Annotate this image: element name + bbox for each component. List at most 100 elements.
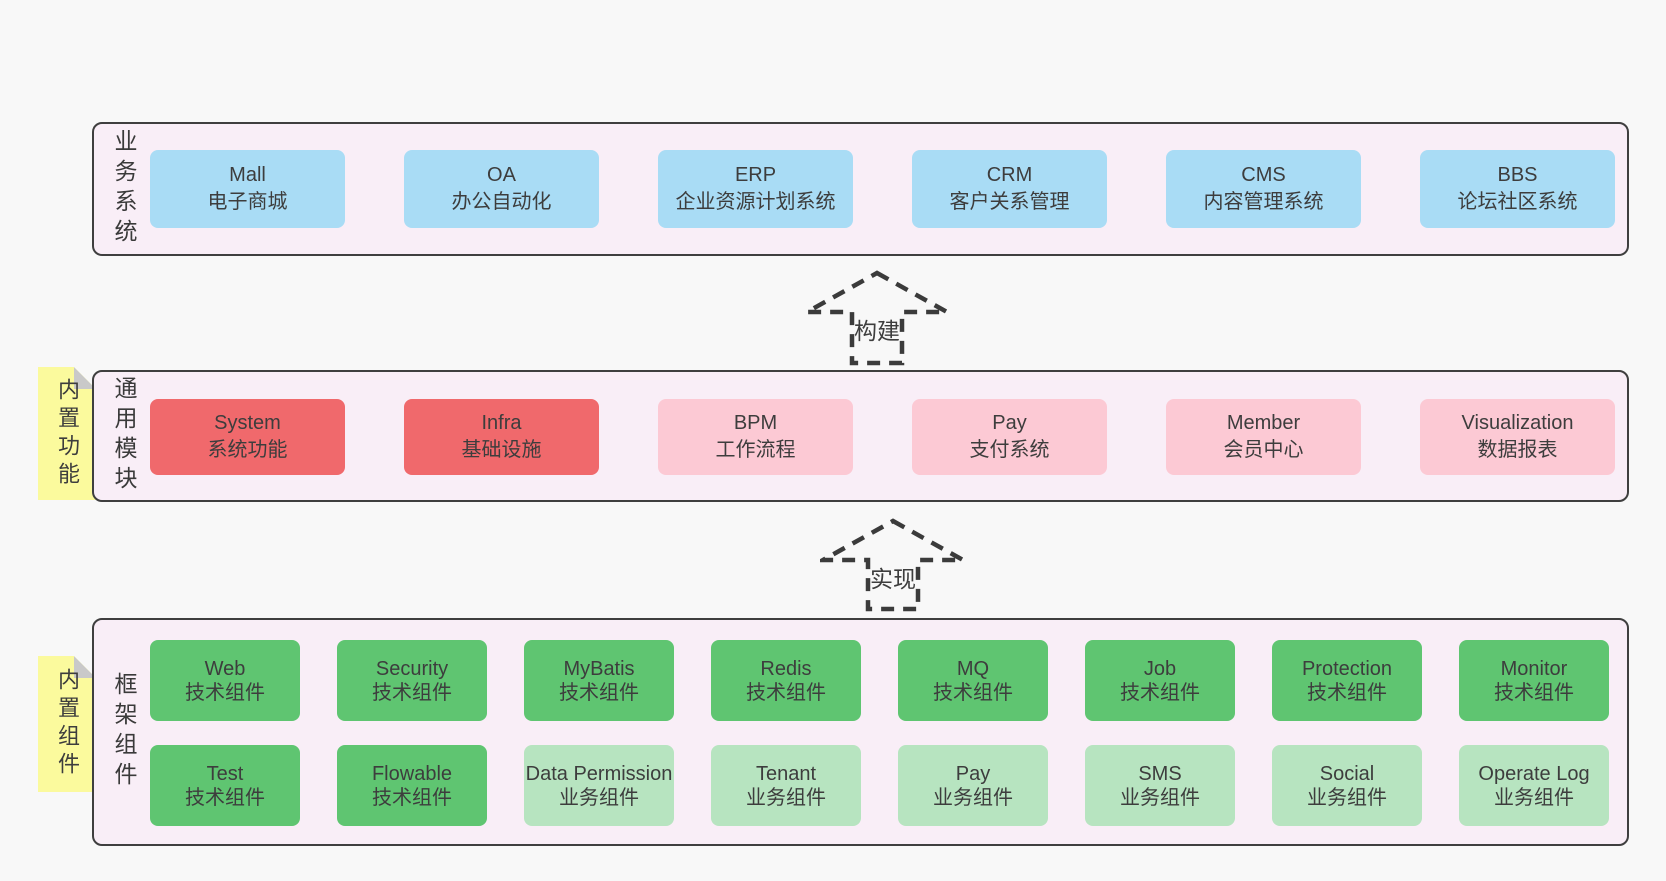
- box-subtitle: 企业资源计划系统: [675, 191, 836, 213]
- box-protection: Protection 技术组件: [1272, 640, 1422, 721]
- box-subtitle: 技术组件: [1120, 681, 1200, 704]
- layer-common-modules: 通用模块 System 系统功能 Infra 基础设施 BPM 工作流程 Pay…: [92, 370, 1629, 502]
- box-title: CRM: [986, 164, 1033, 186]
- box-title: BPM: [733, 412, 778, 434]
- box-title: Member: [1226, 412, 1301, 434]
- box-title: Mall: [229, 164, 266, 186]
- box-subtitle: 电子商城: [207, 191, 288, 213]
- layer-business-systems: 业务系统 Mall 电子商城 OA 办公自动化 ERP 企业资源计划系统 CRM…: [92, 122, 1629, 256]
- up-block-arrow-icon: [820, 518, 966, 612]
- box-job: Job 技术组件: [1085, 640, 1235, 721]
- modules-boxes-row: System 系统功能 Infra 基础设施 BPM 工作流程 Pay 支付系统…: [150, 399, 1615, 475]
- box-title: Pay: [992, 412, 1027, 434]
- box-title: Data Permission: [525, 762, 673, 785]
- arrow-build: 构建: [804, 270, 950, 366]
- box-subtitle: 技术组件: [1307, 681, 1387, 704]
- box-mybatis: MyBatis 技术组件: [524, 640, 674, 721]
- box-subtitle: 会员中心: [1223, 439, 1304, 461]
- box-title: Test: [206, 762, 244, 785]
- box-subtitle: 工作流程: [715, 439, 796, 461]
- up-block-arrow-icon: [804, 270, 950, 366]
- box-title: Security: [375, 657, 449, 680]
- box-subtitle: 业务组件: [1120, 786, 1200, 809]
- layer-label-common-modules: 通用模块: [111, 376, 137, 496]
- box-subtitle: 技术组件: [372, 786, 452, 809]
- box-mq: MQ 技术组件: [898, 640, 1048, 721]
- sticky-note-built-in-features: 内置功能: [38, 367, 96, 500]
- layer-label-framework-components: 框架组件: [111, 672, 137, 792]
- sticky-note-built-in-components: 内置组件: [38, 656, 96, 792]
- box-title: ERP: [734, 164, 777, 186]
- arrow-implement: 实现: [820, 518, 966, 612]
- box-sms: SMS 业务组件: [1085, 745, 1235, 826]
- box-subtitle: 系统功能: [207, 439, 288, 461]
- sticky-label: 内置功能: [55, 377, 80, 490]
- box-infra: Infra 基础设施: [404, 399, 599, 475]
- box-redis: Redis 技术组件: [711, 640, 861, 721]
- box-subtitle: 技术组件: [559, 681, 639, 704]
- box-subtitle: 技术组件: [746, 681, 826, 704]
- sticky-label: 内置组件: [55, 668, 80, 780]
- box-subtitle: 办公自动化: [451, 191, 552, 213]
- box-title: Job: [1143, 657, 1177, 680]
- box-pay-component: Pay 业务组件: [898, 745, 1048, 826]
- layer-framework-components: 框架组件 Web 技术组件 Security 技术组件 MyBatis 技术组件…: [92, 618, 1629, 846]
- box-title: SMS: [1138, 762, 1182, 785]
- components-row-1: Web 技术组件 Security 技术组件 MyBatis 技术组件 Redi…: [150, 640, 1609, 721]
- box-bpm: BPM 工作流程: [658, 399, 853, 475]
- box-erp: ERP 企业资源计划系统: [658, 150, 853, 228]
- arrow-implement-label: 实现: [870, 566, 916, 592]
- box-title: System: [214, 412, 281, 434]
- box-cms: CMS 内容管理系统: [1166, 150, 1361, 228]
- box-subtitle: 支付系统: [969, 439, 1050, 461]
- box-title: Visualization: [1461, 412, 1574, 434]
- box-subtitle: 数据报表: [1477, 439, 1558, 461]
- box-title: BBS: [1497, 164, 1538, 186]
- box-test: Test 技术组件: [150, 745, 300, 826]
- box-security: Security 技术组件: [337, 640, 487, 721]
- box-subtitle: 技术组件: [933, 681, 1013, 704]
- box-title: CMS: [1241, 164, 1286, 186]
- box-system: System 系统功能: [150, 399, 345, 475]
- components-row-2: Test 技术组件 Flowable 技术组件 Data Permission …: [150, 745, 1609, 826]
- box-flowable: Flowable 技术组件: [337, 745, 487, 826]
- box-crm: CRM 客户关系管理: [912, 150, 1107, 228]
- box-title: Protection: [1301, 657, 1393, 680]
- box-data-permission: Data Permission 业务组件: [524, 745, 674, 826]
- box-subtitle: 客户关系管理: [949, 191, 1070, 213]
- box-subtitle: 论坛社区系统: [1457, 191, 1578, 213]
- box-title: Web: [204, 657, 246, 680]
- box-operate-log: Operate Log 业务组件: [1459, 745, 1609, 826]
- box-subtitle: 基础设施: [461, 439, 542, 461]
- box-subtitle: 技术组件: [372, 681, 452, 704]
- arrow-build-label: 构建: [854, 318, 900, 344]
- box-title: Flowable: [371, 762, 453, 785]
- box-web: Web 技术组件: [150, 640, 300, 721]
- box-subtitle: 技术组件: [185, 681, 265, 704]
- box-title: Monitor: [1500, 657, 1568, 680]
- box-title: Redis: [760, 657, 812, 680]
- box-subtitle: 业务组件: [1494, 786, 1574, 809]
- box-tenant: Tenant 业务组件: [711, 745, 861, 826]
- box-subtitle: 业务组件: [1307, 786, 1387, 809]
- box-subtitle: 技术组件: [1494, 681, 1574, 704]
- box-title: MQ: [956, 657, 990, 680]
- box-member: Member 会员中心: [1166, 399, 1361, 475]
- box-subtitle: 业务组件: [559, 786, 639, 809]
- box-subtitle: 内容管理系统: [1203, 191, 1324, 213]
- box-pay: Pay 支付系统: [912, 399, 1107, 475]
- box-subtitle: 业务组件: [746, 786, 826, 809]
- box-oa: OA 办公自动化: [404, 150, 599, 228]
- box-title: Tenant: [755, 762, 817, 785]
- box-subtitle: 技术组件: [185, 786, 265, 809]
- box-title: Pay: [955, 762, 991, 785]
- box-social: Social 业务组件: [1272, 745, 1422, 826]
- box-title: Operate Log: [1478, 762, 1590, 785]
- box-subtitle: 业务组件: [933, 786, 1013, 809]
- box-visualization: Visualization 数据报表: [1420, 399, 1615, 475]
- box-mall: Mall 电子商城: [150, 150, 345, 228]
- box-title: Infra: [481, 412, 522, 434]
- box-title: Social: [1319, 762, 1375, 785]
- box-bbs: BBS 论坛社区系统: [1420, 150, 1615, 228]
- layer-label-business-systems: 业务系统: [111, 129, 137, 249]
